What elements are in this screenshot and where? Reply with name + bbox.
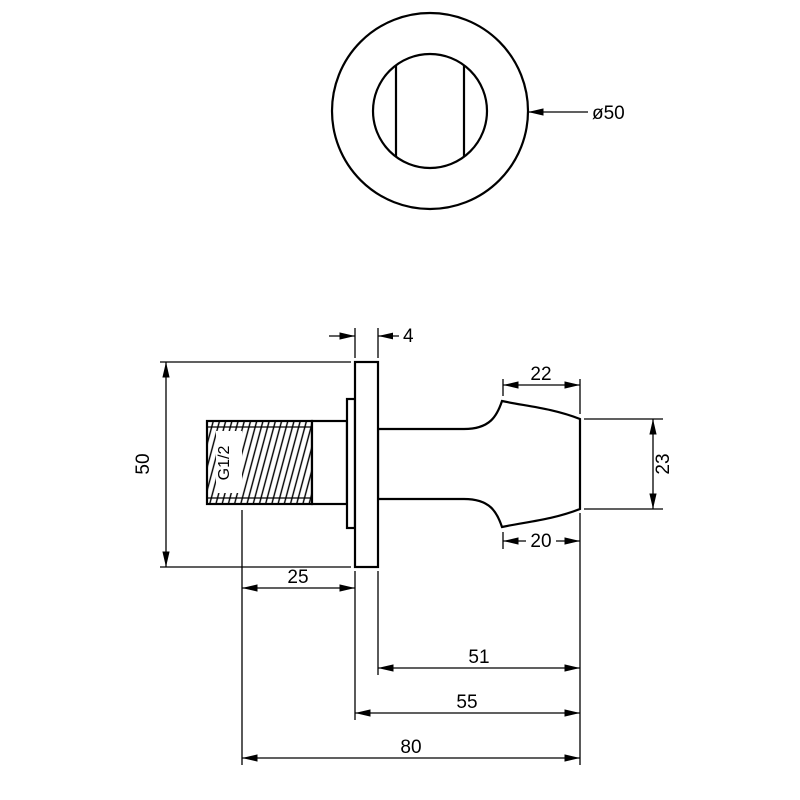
dim-flange-thickness: 4: [329, 326, 414, 358]
dim-thread-length: 25: [242, 567, 355, 592]
top-view-escutcheon: ø50: [330, 11, 625, 211]
escutcheon-inner-circle: [371, 52, 489, 170]
dim-22-label: 22: [530, 364, 551, 385]
dim-20-label: 20: [530, 531, 551, 552]
dim-80-label: 80: [400, 737, 421, 758]
dim-51-label: 51: [468, 647, 489, 668]
dim-holder-height: 23: [584, 418, 674, 510]
arrowhead: [378, 332, 393, 340]
dim-total-length: 80: [242, 737, 580, 762]
diameter-label: ø50: [592, 103, 625, 124]
dim-51: 51: [378, 647, 580, 672]
dim-25-label: 25: [287, 567, 308, 588]
dim-50-label: 50: [133, 453, 154, 474]
threaded-connector: G1/2: [205, 419, 314, 506]
wall-flange: [353, 360, 380, 569]
holder-arm-and-head: [376, 399, 582, 529]
side-view-holder: G1/2: [205, 360, 582, 569]
dim-55: 55: [355, 692, 580, 717]
dim-holder-top-width: 22: [502, 364, 581, 414]
dim-55-label: 55: [456, 692, 477, 713]
thread-label-background: [216, 431, 242, 493]
shank: [310, 419, 349, 506]
dim-holder-bottom-width: 20: [502, 531, 580, 552]
dim-diameter: ø50: [528, 103, 625, 124]
step-collar: [345, 397, 357, 530]
dim-23-label: 23: [653, 453, 674, 474]
dimensions: 4 50 22 23 20: [133, 326, 674, 765]
dim-plate-height: 50: [133, 361, 351, 568]
dim-text-background: [526, 531, 556, 551]
thread-size-label: G1/2: [216, 446, 233, 481]
dim-4-label: 4: [403, 326, 414, 347]
extension-lines: [241, 510, 581, 765]
